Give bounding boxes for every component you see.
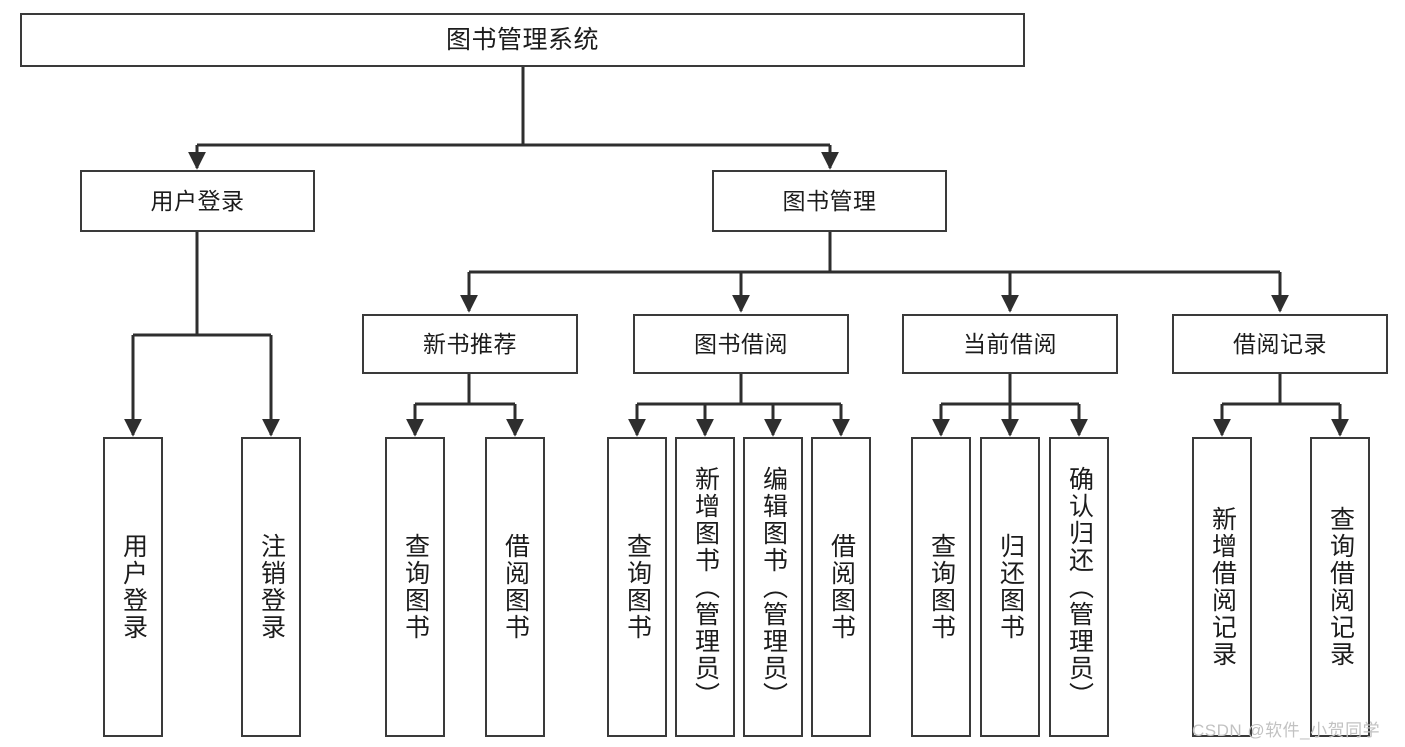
leaf-user-login-logout-label: 注销登录 [257, 533, 286, 641]
node-root[interactable]: 图书管理系统 [20, 13, 1025, 67]
leaf-book-borrow-edit[interactable]: 编辑图书（管理员） [743, 437, 803, 737]
leaf-new-book-query-label: 查询图书 [401, 533, 430, 641]
leaf-current-borrow-query[interactable]: 查询图书 [911, 437, 971, 737]
node-new-book-recommend-label: 新书推荐 [423, 330, 517, 357]
leaf-current-borrow-confirm-label: 确认归还（管理员） [1065, 465, 1094, 709]
leaf-borrow-record-query-label: 查询借阅记录 [1326, 506, 1355, 668]
leaf-new-book-borrow[interactable]: 借阅图书 [485, 437, 545, 737]
node-borrow-record-label: 借阅记录 [1233, 330, 1327, 357]
leaf-user-login-login-label: 用户登录 [119, 533, 148, 641]
leaf-book-borrow-borrow[interactable]: 借阅图书 [811, 437, 871, 737]
leaf-book-borrow-add[interactable]: 新增图书（管理员） [675, 437, 735, 737]
leaf-book-borrow-query-label: 查询图书 [623, 533, 652, 641]
leaf-current-borrow-return-label: 归还图书 [996, 533, 1025, 641]
node-new-book-recommend[interactable]: 新书推荐 [362, 314, 578, 374]
leaf-current-borrow-return[interactable]: 归还图书 [980, 437, 1040, 737]
node-book-borrow[interactable]: 图书借阅 [633, 314, 849, 374]
leaf-current-borrow-query-label: 查询图书 [927, 533, 956, 641]
node-current-borrow[interactable]: 当前借阅 [902, 314, 1118, 374]
node-book-manage-label: 图书管理 [782, 187, 877, 214]
node-book-borrow-label: 图书借阅 [694, 330, 788, 357]
leaf-borrow-record-add-label: 新增借阅记录 [1208, 506, 1237, 668]
leaf-current-borrow-confirm[interactable]: 确认归还（管理员） [1049, 437, 1109, 737]
node-borrow-record[interactable]: 借阅记录 [1172, 314, 1388, 374]
leaf-new-book-query[interactable]: 查询图书 [385, 437, 445, 737]
leaf-book-borrow-borrow-label: 借阅图书 [827, 533, 856, 641]
leaf-book-borrow-edit-label: 编辑图书（管理员） [759, 465, 788, 709]
leaf-borrow-record-query[interactable]: 查询借阅记录 [1310, 437, 1370, 737]
csdn-watermark: CSDN @软件_小贺同学 [1192, 721, 1381, 740]
node-book-manage[interactable]: 图书管理 [712, 170, 947, 232]
leaf-user-login-logout[interactable]: 注销登录 [241, 437, 301, 737]
node-user-login[interactable]: 用户登录 [80, 170, 315, 232]
leaf-borrow-record-add[interactable]: 新增借阅记录 [1192, 437, 1252, 737]
leaf-book-borrow-add-label: 新增图书（管理员） [691, 465, 720, 709]
leaf-new-book-borrow-label: 借阅图书 [501, 533, 530, 641]
leaf-book-borrow-query[interactable]: 查询图书 [607, 437, 667, 737]
node-user-login-label: 用户登录 [150, 187, 245, 214]
node-current-borrow-label: 当前借阅 [963, 330, 1057, 357]
leaf-user-login-login[interactable]: 用户登录 [103, 437, 163, 737]
node-root-label: 图书管理系统 [445, 25, 599, 54]
